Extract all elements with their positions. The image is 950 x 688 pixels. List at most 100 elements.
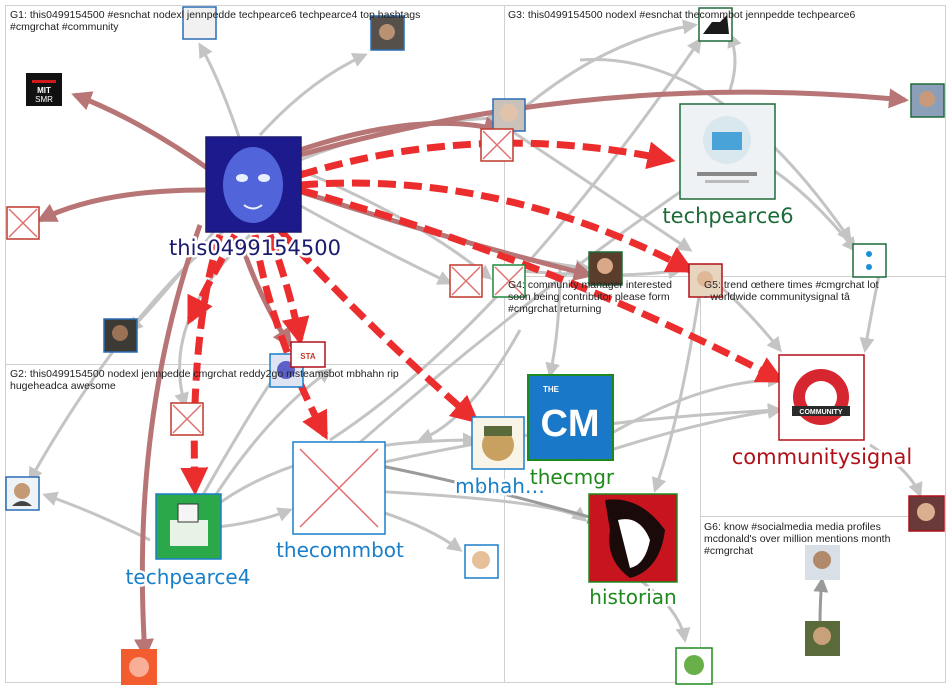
svg-text:MIT: MIT [37,86,51,95]
missing-image-icon[interactable] [492,264,526,298]
hub-techpearce6[interactable] [679,103,776,200]
group-title-g4: G4: community manager interested [508,279,672,291]
node-avatar[interactable] [908,495,945,532]
edge [36,187,206,223]
edge [186,233,239,326]
edge [198,42,242,141]
node-label-halo: mbhah… [455,474,545,498]
edge [42,491,151,542]
node-label-halo: thecommbot [276,538,404,562]
red-edges [180,139,785,496]
hub-thecommbot[interactable] [292,441,386,535]
node-avatar[interactable] [492,98,526,132]
edge [277,227,480,424]
mit-smr-logo[interactable]: MIT SMR [26,73,62,106]
edge [258,53,368,137]
missing-image-icon[interactable] [170,402,204,436]
node-avatar[interactable] [5,476,40,511]
group-title-g2: hugeheadca awesome [10,380,116,392]
group-title-g2: G2: this0499154500 nodexl jennpedde cmgr… [10,368,399,380]
hub-mbhahn[interactable] [471,416,525,470]
node-avatar[interactable]: STA [290,341,326,368]
group-title-g5: G5: trend œthere times #cmgrchat lot [704,279,879,291]
svg-text:SMR: SMR [35,95,53,104]
edge [71,91,212,173]
node-label-halo: historian [589,585,676,609]
edge [289,198,453,285]
node-label-thecmgr: thecmgr [530,465,615,489]
group-title-g6: #cmgrchat [704,545,753,557]
node-label-halo: thecmgr [530,465,615,489]
hub-this0499154500[interactable] [205,136,302,233]
node-avatar[interactable] [805,621,840,656]
node-avatar[interactable] [464,544,499,579]
node-avatar[interactable] [588,251,623,286]
edge [509,19,698,122]
group-title-g6: mcdonald's over million mentions month [704,533,891,545]
edge [869,443,923,498]
edge [349,488,588,522]
node-label-historian: historian [589,585,676,609]
edge [299,116,504,153]
node-avatar[interactable] [688,263,723,298]
edge [727,32,742,91]
node-label-techpearce6: techpearce6 [662,204,793,228]
edge [180,233,224,496]
edge [251,234,329,440]
node-label-halo: this0499154500 [169,236,341,260]
node-label-halo: techpearce6 [662,204,793,228]
edge [651,289,702,493]
node-label-halo: communitysignal [732,445,913,469]
svg-text:COMMUNITY: COMMUNITY [799,409,842,416]
group-frame-g2 [5,364,505,683]
edge [339,173,708,462]
edge [266,233,310,346]
node-avatar[interactable] [910,83,945,118]
node-avatar[interactable] [698,7,733,42]
hub-historian[interactable] [588,493,678,583]
node-label-this0499154500: this0499154500 [169,236,341,260]
group-title-g4: soon being contributor please form [508,291,670,303]
node-avatar[interactable] [370,15,405,51]
node-label-communitysignal: communitysignal [732,445,913,469]
svg-text:CM: CM [540,403,599,445]
edge [299,186,785,384]
node-avatar[interactable] [805,545,840,580]
edge [813,577,829,626]
node-labels: this0499154500this0499154500techpearce6t… [123,202,915,612]
edge [299,88,909,158]
node-label-halo: techpearce4 [126,565,251,589]
node-label-mbhahn: mbhah… [455,474,545,498]
missing-image-icon[interactable] [480,128,514,162]
hub-communitysignal[interactable]: COMMUNITY [778,354,865,441]
svg-text:THE: THE [543,385,560,394]
group-title-g5: - worldwide communitysignal tâ [704,291,850,303]
dots-icon[interactable] [852,243,887,278]
edge [134,224,203,659]
edge [639,578,691,643]
svg-text:STA: STA [300,352,316,361]
group-title-g6: G6: know #socialmedia media profiles [704,521,881,533]
group-titles: G1: this0499154500 #esnchat nodexl jennp… [10,9,891,557]
hub-techpearce4[interactable] [155,493,222,560]
peripheral-nodes: MIT SMR [5,6,945,685]
node-label-thecommbot: thecommbot [276,538,404,562]
node-avatar[interactable] [121,649,157,685]
group-frame-g6 [700,516,946,683]
group-title-g3: G3: this0499154500 nodexl #esnchat theco… [508,9,855,21]
group-title-g1: #cmgrchat #community [10,21,119,33]
group-frames [5,5,946,683]
group-title-g4: #cmgrchat returning [508,303,602,315]
node-label-techpearce4: techpearce4 [126,565,251,589]
node-avatar[interactable] [103,318,138,353]
group-title-g1: G1: this0499154500 #esnchat nodexl jennp… [10,9,420,21]
hub-thecmgr[interactable]: CM THE [527,374,614,461]
node-avatar[interactable] [675,647,713,685]
edge [859,269,882,353]
edge [579,58,852,243]
missing-image-icon[interactable] [6,206,40,240]
edge [299,179,695,274]
node-avatar[interactable] [182,6,217,40]
missing-image-icon[interactable] [449,264,483,298]
